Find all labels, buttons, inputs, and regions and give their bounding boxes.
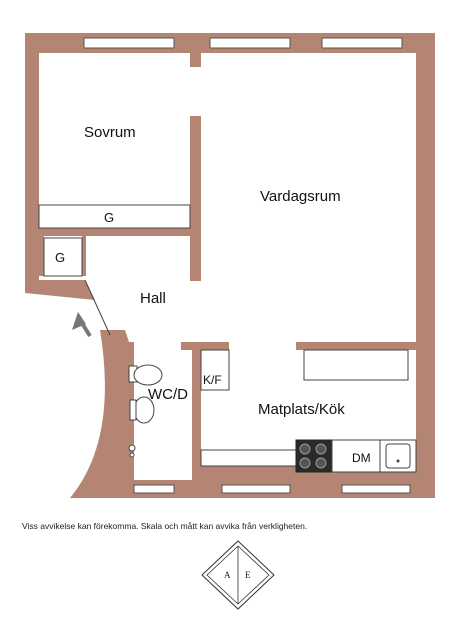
sink: [385, 443, 411, 469]
walls: [25, 33, 435, 498]
toilet: [133, 364, 163, 386]
storage-label-g-bedroom: G: [104, 210, 114, 225]
floor-plan: Sovrum Vardagsrum Hall WC/D Matplats/Kök…: [25, 33, 435, 498]
kitchen-cabinet: [303, 349, 409, 381]
stove: [295, 439, 333, 473]
bedroom-wardrobe: [38, 204, 191, 229]
windows: [83, 37, 411, 494]
logo: A E: [201, 540, 275, 610]
room-label-wcd: WC/D: [148, 386, 188, 403]
wc-fixtures: [128, 364, 163, 458]
room-label-sovrum: Sovrum: [84, 124, 136, 141]
kitchen-counter: [200, 449, 297, 467]
storage-label-kf: K/F: [203, 373, 222, 387]
room-label-matplats: Matplats/Kök: [258, 401, 345, 418]
room-label-vardagsrum: Vardagsrum: [260, 188, 341, 205]
logo-letter-right: E: [245, 570, 251, 580]
disclaimer-text: Viss avvikelse kan förekomma. Skala och …: [22, 521, 308, 531]
storage-label-g-hall: G: [55, 250, 65, 265]
storage-label-dm: DM: [352, 451, 371, 465]
room-label-hall: Hall: [140, 290, 166, 307]
fridge-freezer: [200, 349, 230, 391]
hall-closet: [43, 237, 83, 277]
entrance-door-swing: [84, 279, 111, 336]
logo-letter-left: A: [224, 570, 231, 580]
